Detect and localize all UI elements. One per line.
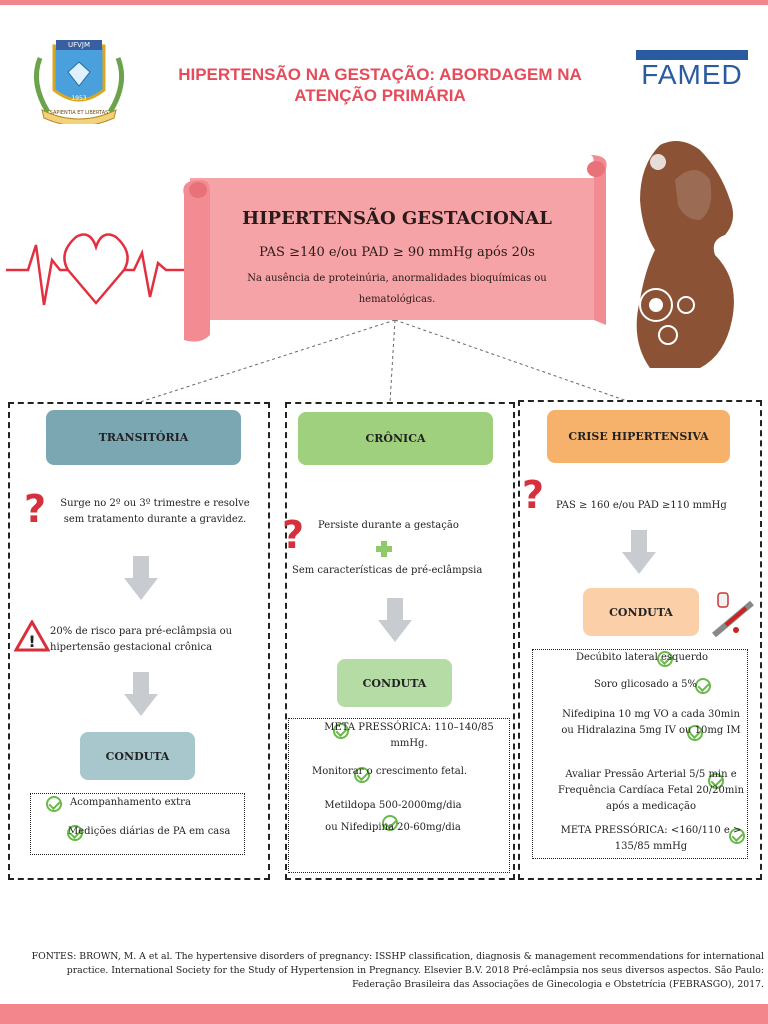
- page-title: HIPERTENSÃO NA GESTAÇÃO: ABORDAGEM NA AT…: [178, 65, 582, 105]
- check-icon: [707, 773, 724, 789]
- arrow-down-icon: [124, 672, 158, 716]
- transitoria-conduta-box: [30, 793, 245, 855]
- crise-conduta: CONDUTA: [583, 588, 699, 636]
- cronica-item-1: META PRESSÓRICA: 110–140/85 mmHg.: [324, 722, 494, 749]
- column-cronica-frame: [285, 402, 515, 880]
- check-icon: [382, 815, 399, 831]
- crise-item-4: Avaliar Pressão Arterial 5/5 min e Frequ…: [557, 769, 745, 812]
- check-icon: [354, 767, 371, 783]
- cronica-description-2: Sem características de pré-eclâmpsia: [292, 565, 483, 576]
- arrow-down-icon: [622, 530, 656, 574]
- cronica-item-3: Metildopa 500-2000mg/dia ou Nifedipina 2…: [324, 800, 462, 833]
- logo-acronym: UFVJM: [67, 41, 91, 49]
- check-icon: [728, 828, 745, 844]
- cronica-header: CRÔNICA: [298, 412, 493, 465]
- top-bar: [0, 0, 768, 5]
- footer-sources: FONTES: BROWN, M. A et al. The hypertens…: [31, 951, 764, 990]
- famed-logo-text: FAMED: [641, 59, 743, 90]
- check-icon: [67, 825, 84, 841]
- heartbeat-icon: [6, 233, 186, 306]
- cronica-description-1: Persiste durante a gestação: [318, 520, 459, 531]
- pregnant-woman-illustration: [636, 141, 734, 368]
- check-icon: [46, 796, 62, 812]
- crise-item-3: Nifedipina 10 mg VO a cada 30min ou Hidr…: [561, 709, 741, 736]
- famed-logo: FAMED: [636, 50, 748, 90]
- column-transitoria-frame: [8, 402, 270, 880]
- scroll-banner: [183, 155, 607, 342]
- crise-item-5: META PRESSÓRICA: <160/110 e > 135/85 mmH…: [560, 825, 742, 852]
- check-icon: [657, 651, 674, 667]
- bottom-bar: [0, 1004, 768, 1024]
- check-icon: [694, 678, 711, 694]
- crise-description: PAS ≥ 160 e/ou PAD ≥110 mmHg: [556, 500, 727, 511]
- crise-header: CRISE HIPERTENSIVA: [547, 410, 730, 463]
- check-icon: [333, 723, 350, 739]
- scroll-note: Na ausência de proteinúria, anormalidade…: [247, 273, 547, 305]
- transitoria-item-2: Medições diárias de PA em casa: [68, 826, 231, 837]
- crise-item-2: Soro glicosado a 5%: [594, 679, 697, 690]
- logo-motto: SAPIENTIA ET LIBERTAS: [49, 110, 109, 116]
- transitoria-conduta: CONDUTA: [80, 732, 195, 780]
- check-icon: [686, 725, 703, 741]
- plus-icon: [376, 541, 392, 557]
- connector-lines: [139, 320, 631, 403]
- question-icon: ?: [522, 473, 545, 517]
- crise-item-1: Decúbito lateral esquerdo: [576, 652, 709, 663]
- transitoria-item-1: Acompanhamento extra: [70, 797, 191, 808]
- arrow-down-icon: [124, 556, 158, 600]
- cronica-item-2: Monitorar o crescimento fetal.: [312, 766, 468, 777]
- warning-icon: !: [14, 620, 50, 652]
- ufvjm-logo: UFVJM 1953 SAPIENTIA ET LIBERTAS: [26, 38, 132, 127]
- question-icon: ?: [282, 513, 305, 557]
- scroll-criteria: PAS ≥140 e/ou PAD ≥ 90 mmHg após 20s: [259, 245, 535, 260]
- syringe-icon: [712, 592, 754, 638]
- transitoria-risk: 20% de risco para pré-eclâmpsia ou hiper…: [50, 626, 233, 653]
- question-icon: ?: [24, 487, 47, 531]
- logo-year: 1953: [71, 95, 87, 102]
- arrow-down-icon: [378, 598, 412, 642]
- cronica-conduta: CONDUTA: [337, 659, 452, 707]
- cronica-conduta-box: [288, 718, 510, 873]
- transitoria-header: TRANSITÓRIA: [46, 410, 241, 465]
- column-crise-frame: [518, 400, 762, 880]
- svg-text:!: !: [28, 632, 35, 651]
- scroll-title: HIPERTENSÃO GESTACIONAL: [242, 208, 552, 229]
- famed-logo-bar: [636, 50, 748, 60]
- crise-conduta-box: [532, 649, 748, 859]
- transitoria-description: Surge no 2º ou 3º trimestre e resolve se…: [60, 498, 250, 525]
